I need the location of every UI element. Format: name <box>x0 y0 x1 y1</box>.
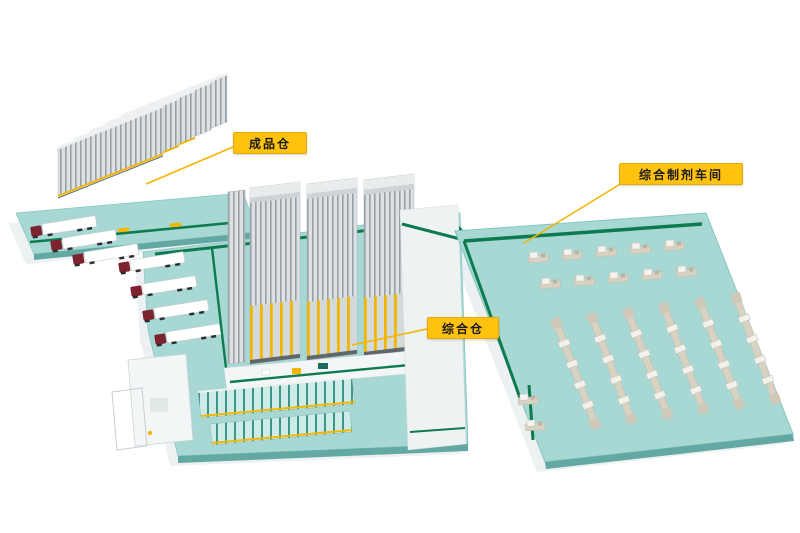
cw-mini-racks <box>197 377 356 446</box>
ws-conveyor-spur <box>527 384 535 441</box>
fg-conveyor-cart <box>117 227 130 233</box>
cw-platform-side <box>178 444 468 463</box>
ws-platform-side <box>545 434 794 469</box>
leader-finished-goods <box>145 146 234 185</box>
bridge-conveyor <box>401 222 465 242</box>
callout-finished-goods-warehouse: 成品仓 <box>233 132 307 154</box>
fg-conveyor-cart <box>169 222 182 228</box>
finished-goods-warehouse-group <box>15 72 259 268</box>
cw-yellow-marker <box>147 430 153 436</box>
callout-leader-lines <box>145 146 623 346</box>
bridge-walkway <box>409 427 466 433</box>
callout-preparation-workshop: 综合制剂车间 <box>619 163 743 185</box>
leader-preparation-workshop <box>523 182 623 244</box>
cw-annex-unit <box>150 398 168 412</box>
fg-rack-rows <box>57 72 228 199</box>
callout-comprehensive-warehouse: 综合仓 <box>427 317 499 339</box>
cw-floor-marking <box>111 387 148 451</box>
cw-asrs-racks <box>227 173 415 365</box>
ws-conveyor-top <box>463 222 703 243</box>
ws-platform-top <box>454 212 794 463</box>
cw-conveyor-left <box>210 247 228 369</box>
leader-comprehensive-warehouse <box>351 328 428 346</box>
cw-shuttle-conveyor <box>223 349 428 391</box>
workshop-platform-group <box>454 212 794 469</box>
